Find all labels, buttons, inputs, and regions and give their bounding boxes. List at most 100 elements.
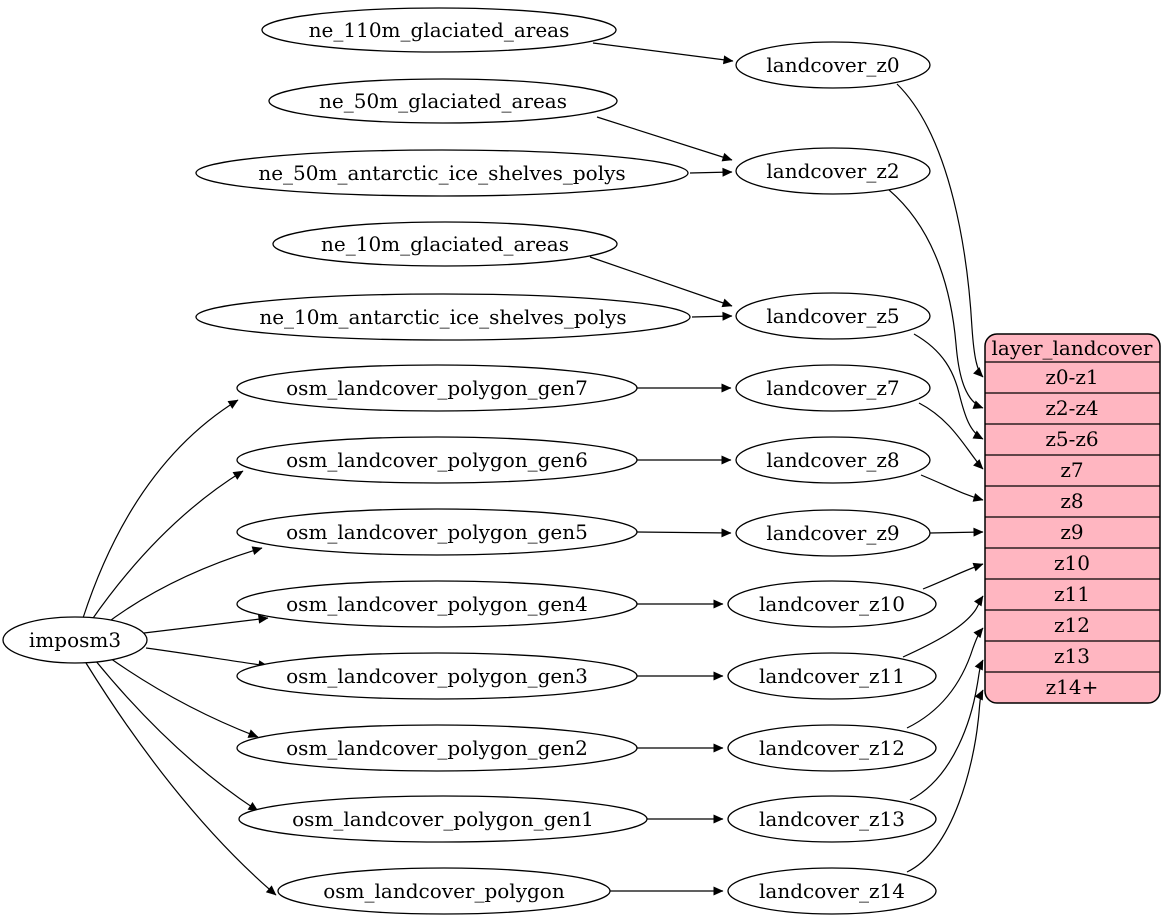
node-landcover-z5: landcover_z5 — [735, 292, 931, 340]
node-landcover-z11-shape — [727, 652, 937, 700]
edge-landcover-z10-to-row-z10 — [922, 562, 984, 590]
table-row-z14: z14+ — [1046, 675, 1099, 699]
node-gen2-shape — [236, 724, 638, 772]
edge-imposm3-to-gen4 — [143, 614, 269, 634]
node-polygon-label: osm_landcover_polygon — [323, 879, 565, 903]
node-ne-50m-antarctic-ice-shelves-polys: ne_50m_antarctic_ice_shelves_polys — [195, 149, 689, 197]
node-osm-landcover-polygon-gen1: osm_landcover_polygon_gen1 — [238, 795, 648, 843]
node-gen1-label: osm_landcover_polygon_gen1 — [292, 807, 594, 831]
node-ne-50m-label: ne_50m_glaciated_areas — [319, 89, 567, 113]
node-landcover-z8-shape — [735, 436, 931, 484]
table-row-z2-z4: z2-z4 — [1045, 396, 1098, 420]
node-ne-10m-shape — [272, 221, 618, 267]
node-ne-110m-label: ne_110m_glaciated_areas — [309, 18, 570, 42]
edge-ne-50m-to-landcover-z2 — [596, 116, 733, 162]
node-landcover-z5-shape — [735, 292, 931, 340]
node-landcover-z7-shape — [735, 364, 931, 412]
node-ne-10m-antarctic-shape — [195, 293, 691, 341]
edge-landcover-z11-to-row-z11 — [902, 595, 984, 658]
node-osm-landcover-polygon-gen2: osm_landcover_polygon_gen2 — [236, 724, 638, 772]
table-row-z10: z10 — [1054, 551, 1090, 575]
node-gen5-shape — [236, 508, 638, 556]
node-polygon-shape — [277, 867, 611, 915]
node-gen6-label: osm_landcover_polygon_gen6 — [286, 448, 588, 472]
edge-imposm3-to-gen3 — [145, 647, 269, 670]
node-gen5-label: osm_landcover_polygon_gen5 — [286, 520, 588, 544]
edge-imposm3-to-gen6 — [90, 470, 244, 622]
table-row-z11: z11 — [1054, 582, 1090, 606]
table-row-z9: z9 — [1060, 520, 1083, 544]
node-landcover-z8: landcover_z8 — [735, 436, 931, 484]
node-landcover-z10: landcover_z10 — [727, 580, 937, 628]
table-row-z7: z7 — [1060, 458, 1083, 482]
node-gen6-shape — [236, 436, 638, 484]
node-landcover-z14-shape — [727, 867, 937, 915]
node-gen4-shape — [236, 580, 638, 628]
edge-ne-10m-antarctic-to-landcover-z5 — [691, 311, 733, 321]
node-landcover-z0: landcover_z0 — [735, 41, 931, 89]
node-imposm3: imposm3 — [2, 616, 148, 664]
node-landcover-z2: landcover_z2 — [735, 147, 931, 195]
node-ne-10m-glaciated-areas: ne_10m_glaciated_areas — [272, 221, 618, 267]
node-imposm3-shape — [2, 616, 148, 664]
table-row-z12: z12 — [1054, 613, 1090, 637]
node-landcover-z9-label: landcover_z9 — [766, 521, 899, 545]
node-osm-landcover-polygon-gen7: osm_landcover_polygon_gen7 — [236, 364, 638, 412]
node-ne-110m-shape — [261, 7, 617, 53]
node-ne-50m-shape — [268, 78, 618, 124]
node-landcover-z8-label: landcover_z8 — [766, 448, 899, 472]
edge-landcover-z14-to-row-z14 — [906, 689, 984, 873]
edges — [82, 42, 984, 896]
edge-landcover-z5-to-row-z5-z6 — [913, 333, 984, 440]
edge-imposm3-to-gen2 — [106, 655, 259, 738]
node-gen7-shape — [236, 364, 638, 412]
node-osm-landcover-polygon-gen3: osm_landcover_polygon_gen3 — [236, 652, 638, 700]
edge-ne-50m-antarctic-to-landcover-z2 — [689, 167, 733, 177]
edge-landcover-z2-to-row-z2-z4 — [888, 189, 984, 409]
node-gen1-shape — [238, 795, 648, 843]
edge-ne-110m-to-landcover-z0 — [592, 42, 734, 65]
edge-ne-10m-to-landcover-z5 — [589, 256, 733, 308]
edge-landcover-z9-to-row-z9 — [929, 527, 984, 537]
edge-imposm3-to-gen5 — [102, 546, 263, 627]
node-landcover-z2-label: landcover_z2 — [766, 159, 899, 183]
node-ne-110m-glaciated-areas: ne_110m_glaciated_areas — [261, 7, 617, 53]
edge-gen5-to-landcover-z9 — [636, 528, 732, 538]
node-landcover-z0-shape — [735, 41, 931, 89]
node-landcover-z12-label: landcover_z12 — [759, 736, 905, 760]
node-osm-landcover-polygon: osm_landcover_polygon — [277, 867, 611, 915]
table-row-z0-z1: z0-z1 — [1045, 365, 1098, 389]
layer-landcover-table-frame — [984, 333, 1161, 704]
node-gen2-label: osm_landcover_polygon_gen2 — [286, 736, 588, 760]
node-landcover-z12-shape — [727, 724, 937, 772]
edge-imposm3-to-gen1 — [94, 659, 259, 812]
edge-landcover-z7-to-row-z7 — [918, 402, 984, 470]
node-ne-50m-antarctic-shape — [195, 149, 689, 197]
edge-imposm3-to-polygon — [85, 662, 277, 896]
node-landcover-z10-shape — [727, 580, 937, 628]
node-landcover-z14-label: landcover_z14 — [759, 879, 905, 903]
node-ne-50m-antarctic-label: ne_50m_antarctic_ice_shelves_polys — [258, 161, 625, 185]
edge-landcover-z8-to-row-z8 — [920, 474, 984, 502]
table-row-z8: z8 — [1060, 489, 1083, 513]
node-landcover-z13-label: landcover_z13 — [759, 807, 905, 831]
nodes: imposm3 ne_110m_glaciated_areas ne_50m_g… — [2, 7, 937, 915]
node-gen3-label: osm_landcover_polygon_gen3 — [286, 664, 588, 688]
node-gen3-shape — [236, 652, 638, 700]
node-landcover-z11: landcover_z11 — [727, 652, 937, 700]
node-ne-10m-label: ne_10m_glaciated_areas — [321, 232, 569, 256]
node-landcover-z11-label: landcover_z11 — [759, 664, 905, 688]
layer-landcover-table-title: layer_landcover — [992, 336, 1153, 360]
node-landcover-z7: landcover_z7 — [735, 364, 931, 412]
table-row-z13: z13 — [1054, 644, 1090, 668]
node-landcover-z9: landcover_z9 — [735, 509, 931, 557]
node-gen7-label: osm_landcover_polygon_gen7 — [286, 376, 588, 400]
edge-landcover-z0-to-row-z0-z1 — [896, 83, 984, 378]
node-ne-50m-glaciated-areas: ne_50m_glaciated_areas — [268, 78, 618, 124]
node-landcover-z14: landcover_z14 — [727, 867, 937, 915]
node-osm-landcover-polygon-gen6: osm_landcover_polygon_gen6 — [236, 436, 638, 484]
layer-landcover-table: layer_landcover z0-z1 z2-z4 z5-z6 z7 z8 … — [984, 333, 1161, 704]
node-gen4-label: osm_landcover_polygon_gen4 — [286, 592, 588, 616]
node-ne-10m-antarctic-ice-shelves-polys: ne_10m_antarctic_ice_shelves_polys — [195, 293, 691, 341]
